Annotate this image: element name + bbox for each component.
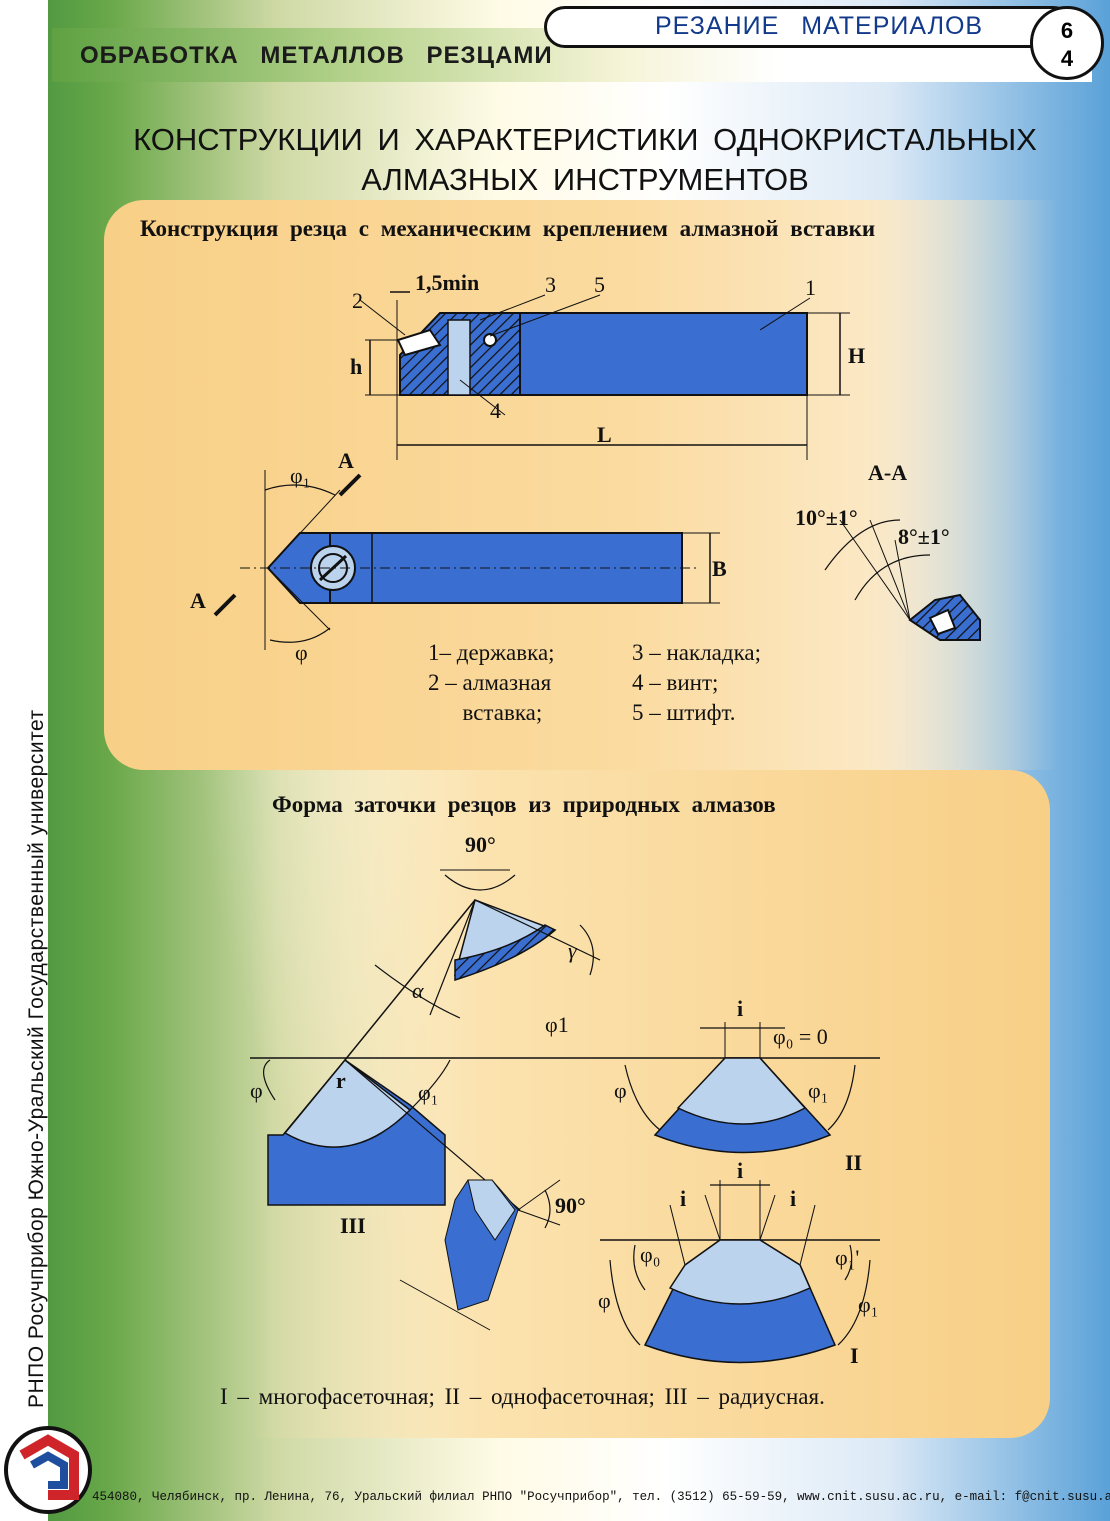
sharpening-heading: Форма заточки резцов из природных алмазо… — [272, 792, 776, 817]
label-phi0-eq: φ₀ = 0 — [773, 1024, 828, 1049]
page-number: 6 4 — [1030, 6, 1104, 80]
label-r: r — [336, 1068, 346, 1093]
label-phi0: φ₀ — [640, 1242, 661, 1267]
angle-phi-top: φ — [295, 640, 308, 665]
dim-h: h — [350, 354, 363, 379]
label-i-i-right: i — [790, 1186, 797, 1211]
label-I: I — [850, 1343, 859, 1368]
construction-panel — [104, 200, 1058, 770]
label-phi1-i: φ₁ — [858, 1292, 879, 1317]
holder-side-view — [359, 291, 850, 460]
dim-min: 1,5min — [415, 270, 480, 295]
page-number-bottom: 4 — [1060, 46, 1074, 71]
label-90-side: 90° — [555, 1193, 586, 1218]
sidebar — [0, 0, 48, 1521]
category-label: РЕЗАНИЕ МАТЕРИАЛОВ — [655, 12, 984, 40]
shape-ii — [624, 1022, 856, 1154]
section-aa-label: А-А — [868, 460, 908, 485]
label-phi-ii: φ — [614, 1078, 627, 1103]
callout-5: 5 — [594, 272, 605, 297]
shape-caption: I – многофасеточная; II – однофасеточная… — [220, 1384, 825, 1409]
callout-1: 1 — [805, 275, 816, 300]
legend-col2: 3 – накладка; 4 – винт; 5 – штифт. — [632, 640, 762, 725]
label-90-top: 90° — [465, 832, 496, 857]
label-i-i-center: i — [737, 1158, 744, 1183]
holder-top-view — [213, 470, 720, 650]
label-phi1-top: φ1 — [545, 1012, 569, 1037]
label-alpha: α — [412, 978, 424, 1003]
logo — [4, 1426, 92, 1514]
angle-8: 8°±1° — [898, 524, 950, 549]
page-title-line2: АЛМАЗНЫХ ИНСТРУМЕНТОВ — [361, 162, 809, 197]
label-phi1-prime: φ₁' — [835, 1245, 860, 1270]
angle-10: 10°±1° — [795, 505, 858, 530]
label-phi-i: φ — [598, 1288, 611, 1313]
section-title: ОБРАБОТКА МЕТАЛЛОВ РЕЗЦАМИ — [80, 42, 553, 69]
label-phi1-iii: φ₁ — [418, 1080, 439, 1105]
section-aa — [824, 519, 981, 641]
label-gamma: γ — [568, 938, 577, 963]
label-phi1-ii: φ₁ — [808, 1078, 829, 1103]
callout-2: 2 — [352, 288, 363, 313]
callout-4: 4 — [490, 398, 501, 423]
legend-col1: 1– державка; 2 – алмазная вставка; — [428, 640, 555, 725]
angle-phi1-top: φ₁ — [290, 463, 311, 488]
rake-detail — [344, 869, 601, 1061]
dim-B: B — [712, 556, 727, 581]
label-phi-iii: φ — [250, 1078, 263, 1103]
cut-mark-bottom: А — [190, 588, 206, 613]
cut-mark-top: А — [338, 448, 354, 473]
construction-heading: Конструкция резца с механическим креплен… — [140, 216, 876, 241]
category-tab — [544, 6, 1074, 48]
label-II: II — [845, 1150, 863, 1175]
shape-iii — [250, 1057, 880, 1331]
dim-H: H — [848, 343, 866, 368]
label-III: III — [340, 1213, 366, 1238]
page-title-line1: КОНСТРУКЦИИ И ХАРАКТЕРИСТИКИ ОДНОКРИСТАЛ… — [133, 122, 1037, 157]
label-i-i-left: i — [680, 1186, 687, 1211]
page-title: КОНСТРУКЦИИ И ХАРАКТЕРИСТИКИ ОДНОКРИСТАЛ… — [100, 120, 1070, 200]
callout-3: 3 — [545, 272, 556, 297]
footer-address: 454080, Челябинск, пр. Ленина, 76, Ураль… — [92, 1490, 1110, 1504]
dim-L: L — [597, 422, 612, 447]
page-number-top: 6 — [1060, 18, 1074, 43]
shape-i — [600, 1180, 880, 1364]
label-i-ii: i — [737, 996, 744, 1021]
